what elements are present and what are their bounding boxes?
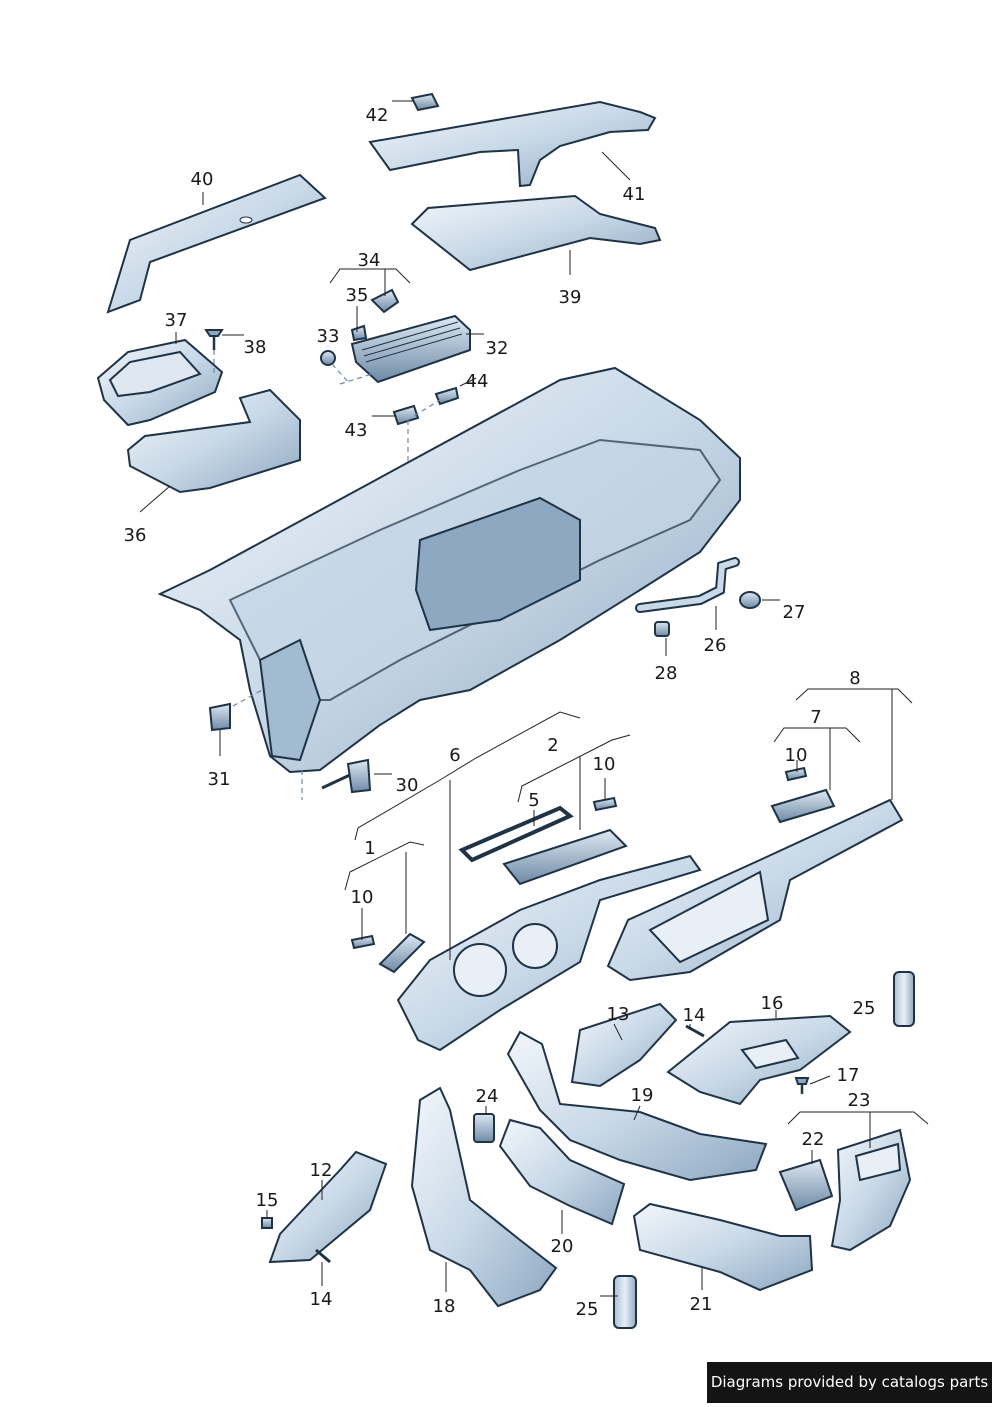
part-27-connector [739, 591, 761, 609]
part-7-vent-right [770, 788, 836, 824]
callout-41[interactable]: 41 [622, 184, 646, 205]
part-41-defroster-duct-upper [368, 100, 657, 188]
callout-38[interactable]: 38 [243, 337, 267, 358]
callout-10-c[interactable]: 10 [350, 887, 374, 908]
callout-13[interactable]: 13 [606, 1004, 630, 1025]
callout-16[interactable]: 16 [760, 993, 784, 1014]
callout-7[interactable]: 7 [810, 707, 822, 728]
part-31-bracket [208, 702, 231, 732]
callout-24[interactable]: 24 [475, 1086, 499, 1107]
part-40-windscreen-trim [106, 173, 327, 314]
callout-5[interactable]: 5 [528, 790, 540, 811]
part-25-vent-b [613, 1275, 637, 1329]
part-24-connector [473, 1113, 495, 1143]
part-26-hose [635, 557, 740, 613]
part-6-instrument-trim [396, 854, 702, 1052]
leader-lines [139, 100, 929, 1297]
callout-25-a[interactable]: 25 [852, 998, 876, 1019]
callout-42[interactable]: 42 [365, 105, 389, 126]
callout-33[interactable]: 33 [316, 326, 340, 347]
part-20-duct [498, 1118, 626, 1226]
assembly-dash-lines [213, 350, 441, 800]
part-10-clip-a [784, 766, 808, 782]
part-19-air-duct [506, 1030, 768, 1182]
callout-10-b[interactable]: 10 [592, 754, 616, 775]
callout-30[interactable]: 30 [395, 775, 419, 796]
callout-40[interactable]: 40 [190, 169, 214, 190]
part-38-screw [204, 329, 224, 350]
callout-36[interactable]: 36 [123, 525, 147, 546]
part-36-tray [126, 388, 301, 494]
part-39-defroster-duct-lower [410, 194, 662, 272]
callout-12[interactable]: 12 [309, 1160, 333, 1181]
part-1-vent-left [378, 932, 426, 974]
callout-23[interactable]: 23 [847, 1090, 871, 1111]
callout-10-a[interactable]: 10 [784, 745, 808, 766]
callout-14-a[interactable]: 14 [682, 1005, 706, 1026]
part-33-nut [320, 350, 336, 366]
callout-21[interactable]: 21 [689, 1294, 713, 1315]
callout-28[interactable]: 28 [654, 663, 678, 684]
part-35-sensor [350, 288, 400, 342]
callout-25-b[interactable]: 25 [575, 1299, 599, 1320]
callout-39[interactable]: 39 [558, 287, 582, 308]
part-42-clip [410, 92, 440, 112]
callout-44[interactable]: 44 [465, 371, 489, 392]
callout-14-b[interactable]: 14 [309, 1289, 333, 1310]
part-32-centre-vent [350, 314, 471, 384]
part-10-clip-b [592, 796, 618, 812]
part-21-duct [632, 1202, 814, 1292]
part-25-vent-a [893, 971, 915, 1027]
part-43-clip [392, 404, 420, 426]
callout-43[interactable]: 43 [344, 420, 368, 441]
part-30-sensor [321, 758, 372, 794]
callout-18[interactable]: 18 [432, 1296, 456, 1317]
part-28-sleeve [654, 621, 670, 637]
part-8-trim-panel-right [606, 798, 904, 982]
part-37-storage-compartment [96, 338, 224, 427]
part-10-clip-c [350, 934, 376, 950]
part-dashboard-main [157, 366, 741, 774]
part-16-cover [666, 1014, 852, 1106]
part-22-switch [778, 1158, 834, 1212]
callout-20[interactable]: 20 [550, 1236, 574, 1257]
callout-15[interactable]: 15 [255, 1190, 279, 1211]
callout-22[interactable]: 22 [801, 1129, 825, 1150]
part-13-bracket [570, 1002, 678, 1088]
part-14-screw-a [685, 1024, 705, 1038]
callout-35[interactable]: 35 [345, 285, 369, 306]
part-5-seal [458, 805, 574, 863]
callout-2[interactable]: 2 [547, 735, 559, 756]
callout-32[interactable]: 32 [485, 338, 509, 359]
part-23-rear-vent [830, 1128, 912, 1252]
callout-8[interactable]: 8 [849, 668, 861, 689]
callout-26[interactable]: 26 [703, 635, 727, 656]
callout-17[interactable]: 17 [836, 1065, 860, 1086]
callout-1[interactable]: 1 [364, 838, 376, 859]
callout-34[interactable]: 34 [357, 250, 381, 271]
credit-banner: Diagrams provided by catalogs parts [707, 1362, 992, 1403]
part-14-screw-b [315, 1248, 331, 1264]
callout-6[interactable]: 6 [449, 745, 461, 766]
part-44-clip [434, 386, 460, 406]
callout-31[interactable]: 31 [207, 769, 231, 790]
callout-37[interactable]: 37 [164, 310, 188, 331]
part-17-screw [794, 1077, 810, 1094]
callout-27[interactable]: 27 [782, 602, 806, 623]
callout-19[interactable]: 19 [630, 1085, 654, 1106]
part-18-duct [410, 1086, 558, 1308]
part-15-clip [261, 1217, 273, 1229]
part-2-vent-centre [502, 828, 628, 886]
